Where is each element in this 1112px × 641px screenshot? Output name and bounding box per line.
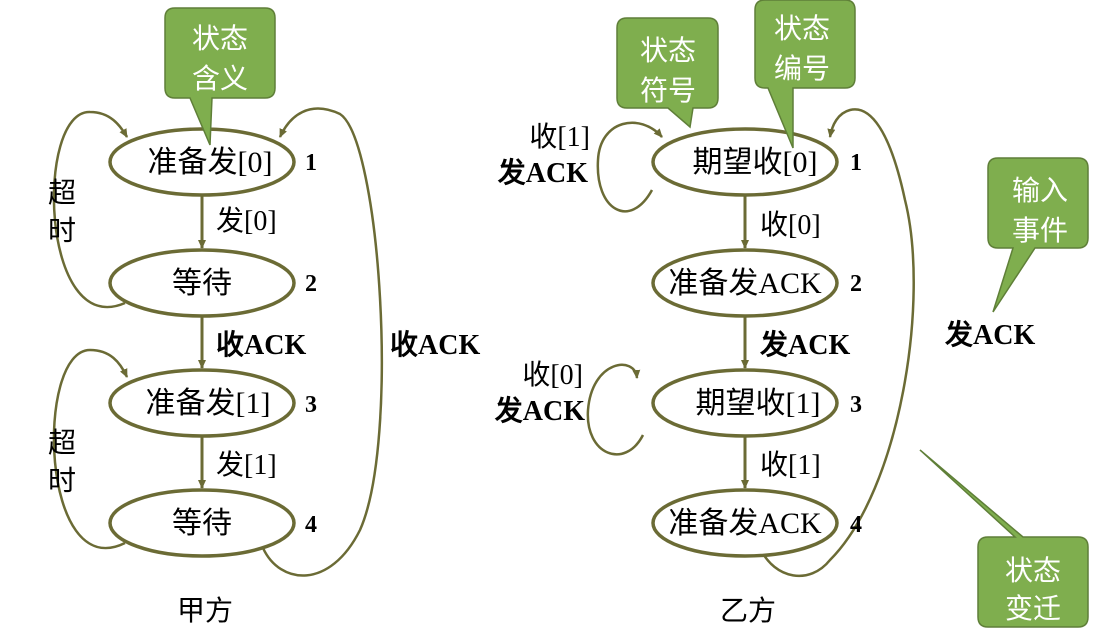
callout-state-meaning-line1: 状态 xyxy=(192,22,248,55)
callout-input-event: 输入 事件 xyxy=(987,157,1089,313)
receiver-self-loop-1 xyxy=(596,121,663,213)
receiver-edge-1-2-label: 收[0] xyxy=(760,209,821,241)
callout-state-number: 状态 编号 xyxy=(754,0,856,149)
receiver-loop-1-label-line2: 发ACK xyxy=(497,156,588,189)
sender-state-1-label: 准备发[0] xyxy=(148,146,273,179)
callout-state-symbol-line2: 符号 xyxy=(640,74,696,107)
callout-state-number-line2: 编号 xyxy=(774,52,830,85)
receiver-loop-3-label-line2: 发ACK xyxy=(494,394,585,427)
receiver-state-3-number: 3 xyxy=(850,392,862,418)
callout-state-transition-line1: 状态 xyxy=(1005,554,1061,587)
receiver-state-1-label: 期望收[0] xyxy=(693,146,818,179)
sender-state-2-number: 2 xyxy=(305,271,317,297)
receiver-title: 乙方 xyxy=(720,595,776,627)
sender-state-4-label: 等待 xyxy=(172,507,232,540)
sender-timeout-2-label-line2: 时 xyxy=(48,465,76,497)
callout-input-event-line1: 输入 xyxy=(1012,174,1068,207)
receiver-state-3 xyxy=(651,368,839,438)
receiver-state-2 xyxy=(651,248,839,318)
callout-state-number-line1: 状态 xyxy=(774,12,830,45)
sender-state-3 xyxy=(108,368,296,438)
sender-ack-return xyxy=(261,107,384,577)
callout-state-symbol-line1: 状态 xyxy=(640,34,696,67)
sender-timeout-loop-2 xyxy=(52,348,129,550)
callout-state-transition: 状态 变迁 xyxy=(919,449,1089,628)
sender-state-3-number: 3 xyxy=(305,392,317,418)
sender-state-2 xyxy=(108,248,296,318)
receiver-self-loop-3 xyxy=(586,363,645,456)
callout-input-event-line2: 事件 xyxy=(1012,214,1068,247)
receiver-state-4 xyxy=(651,488,839,558)
sender-edge-4-1-label: 收ACK xyxy=(390,329,480,361)
sender-state-4-number: 4 xyxy=(305,512,317,538)
sender-timeout-1-label-line2: 时 xyxy=(48,215,76,247)
receiver-edge-2-3-label: 发ACK xyxy=(759,328,850,361)
callout-state-symbol: 状态 符号 xyxy=(616,17,719,129)
receiver-state-4-number: 4 xyxy=(850,512,862,538)
receiver-ack-return xyxy=(758,108,915,578)
receiver-state-3-label: 期望收[1] xyxy=(696,387,821,420)
receiver-loop-3-label-line1: 收[0] xyxy=(522,359,583,391)
sender-timeout-loop-1 xyxy=(52,110,129,308)
receiver-state-2-number: 2 xyxy=(850,271,862,297)
receiver-state-1-number: 1 xyxy=(850,150,862,176)
sender-edge-3-4-label: 发[1] xyxy=(216,449,277,481)
sender-edge-1-2-label: 发[0] xyxy=(216,205,277,237)
receiver-state-1 xyxy=(651,127,839,197)
sender-state-4 xyxy=(108,488,296,558)
receiver-state-2-label: 准备发ACK xyxy=(668,267,822,300)
receiver-loop-1-label-line1: 收[1] xyxy=(529,121,590,153)
receiver-edge-4-1-label: 发ACK xyxy=(944,318,1035,351)
sender-timeout-2-label-line1: 超 xyxy=(48,427,76,459)
receiver-state-4-label: 准备发ACK xyxy=(668,507,822,540)
sender-edge-2-3-label: 收ACK xyxy=(216,329,306,361)
sender-state-2-label: 等待 xyxy=(172,267,232,300)
receiver-edge-3-4-label: 收[1] xyxy=(760,449,821,481)
sender-timeout-1-label-line1: 超 xyxy=(48,177,76,209)
callout-state-meaning: 状态 含义 xyxy=(164,7,276,146)
sender-title: 甲方 xyxy=(177,595,233,627)
sender-state-3-label: 准备发[1] xyxy=(146,387,271,420)
callout-state-transition-line2: 变迁 xyxy=(1005,592,1061,625)
sender-state-1-number: 1 xyxy=(305,150,317,176)
sender-state-1 xyxy=(108,127,296,197)
callout-state-meaning-line2: 含义 xyxy=(192,62,248,95)
